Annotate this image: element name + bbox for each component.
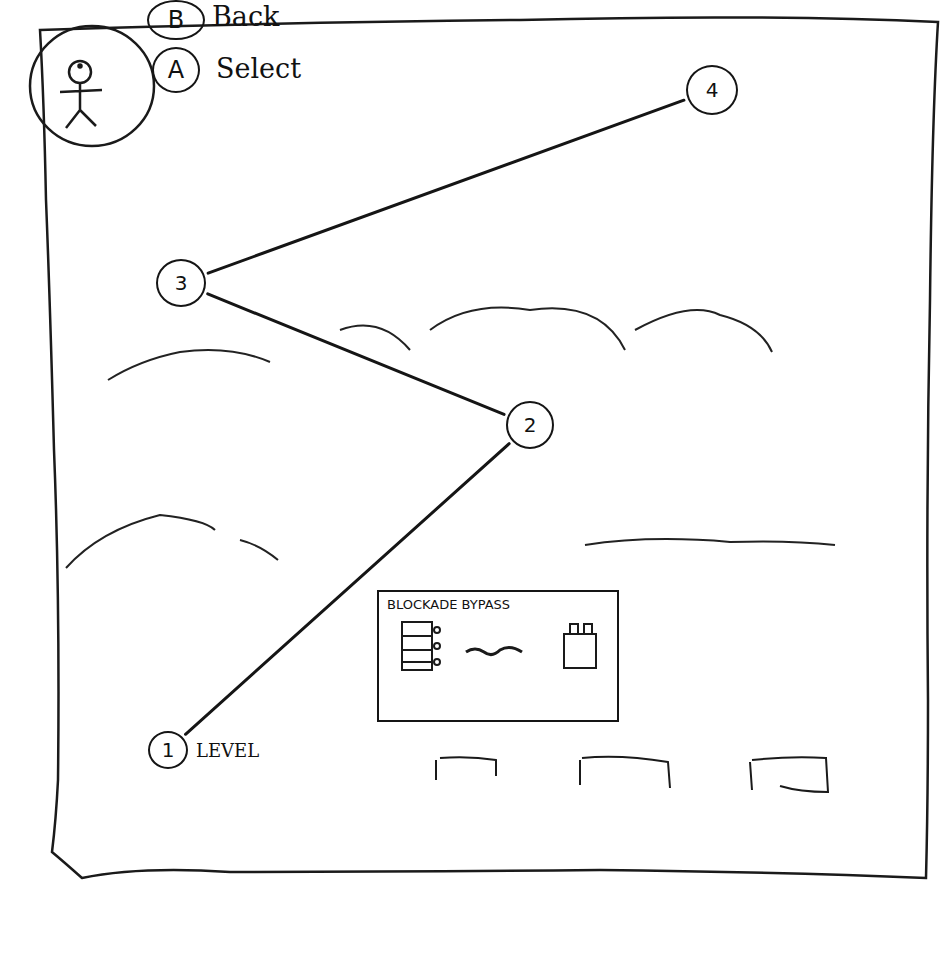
button-caption: LEVEL: [196, 741, 259, 761]
level-path: [186, 444, 510, 735]
circle-number: 3: [175, 272, 188, 294]
level-info-box: BLOCKADE BYPASS: [377, 590, 619, 722]
paper-border: [40, 17, 938, 878]
level-circle: A: [152, 47, 200, 93]
level-path: [208, 294, 504, 415]
circle-number: 4: [706, 79, 719, 101]
circle-number: 2: [524, 414, 537, 436]
level-tabs: [436, 757, 828, 792]
circle-number: A: [168, 57, 184, 83]
level-path: [208, 100, 684, 273]
box-title: BLOCKADE BYPASS: [387, 598, 510, 612]
cloud-outlines: [66, 308, 835, 569]
level-circle: 3: [156, 259, 206, 307]
button-caption: Back: [212, 2, 279, 32]
level-circle: 2: [506, 401, 554, 449]
level-circle: B: [147, 0, 205, 40]
bypass-icons: [402, 622, 596, 670]
stick-figure: [60, 61, 102, 128]
button-caption: Select: [216, 54, 301, 84]
circle-number: B: [168, 7, 184, 33]
circle-number: 1: [162, 739, 175, 761]
avatar-circle: [30, 26, 154, 146]
level-circle: 4: [686, 65, 738, 115]
level-circle: 1: [148, 731, 188, 769]
